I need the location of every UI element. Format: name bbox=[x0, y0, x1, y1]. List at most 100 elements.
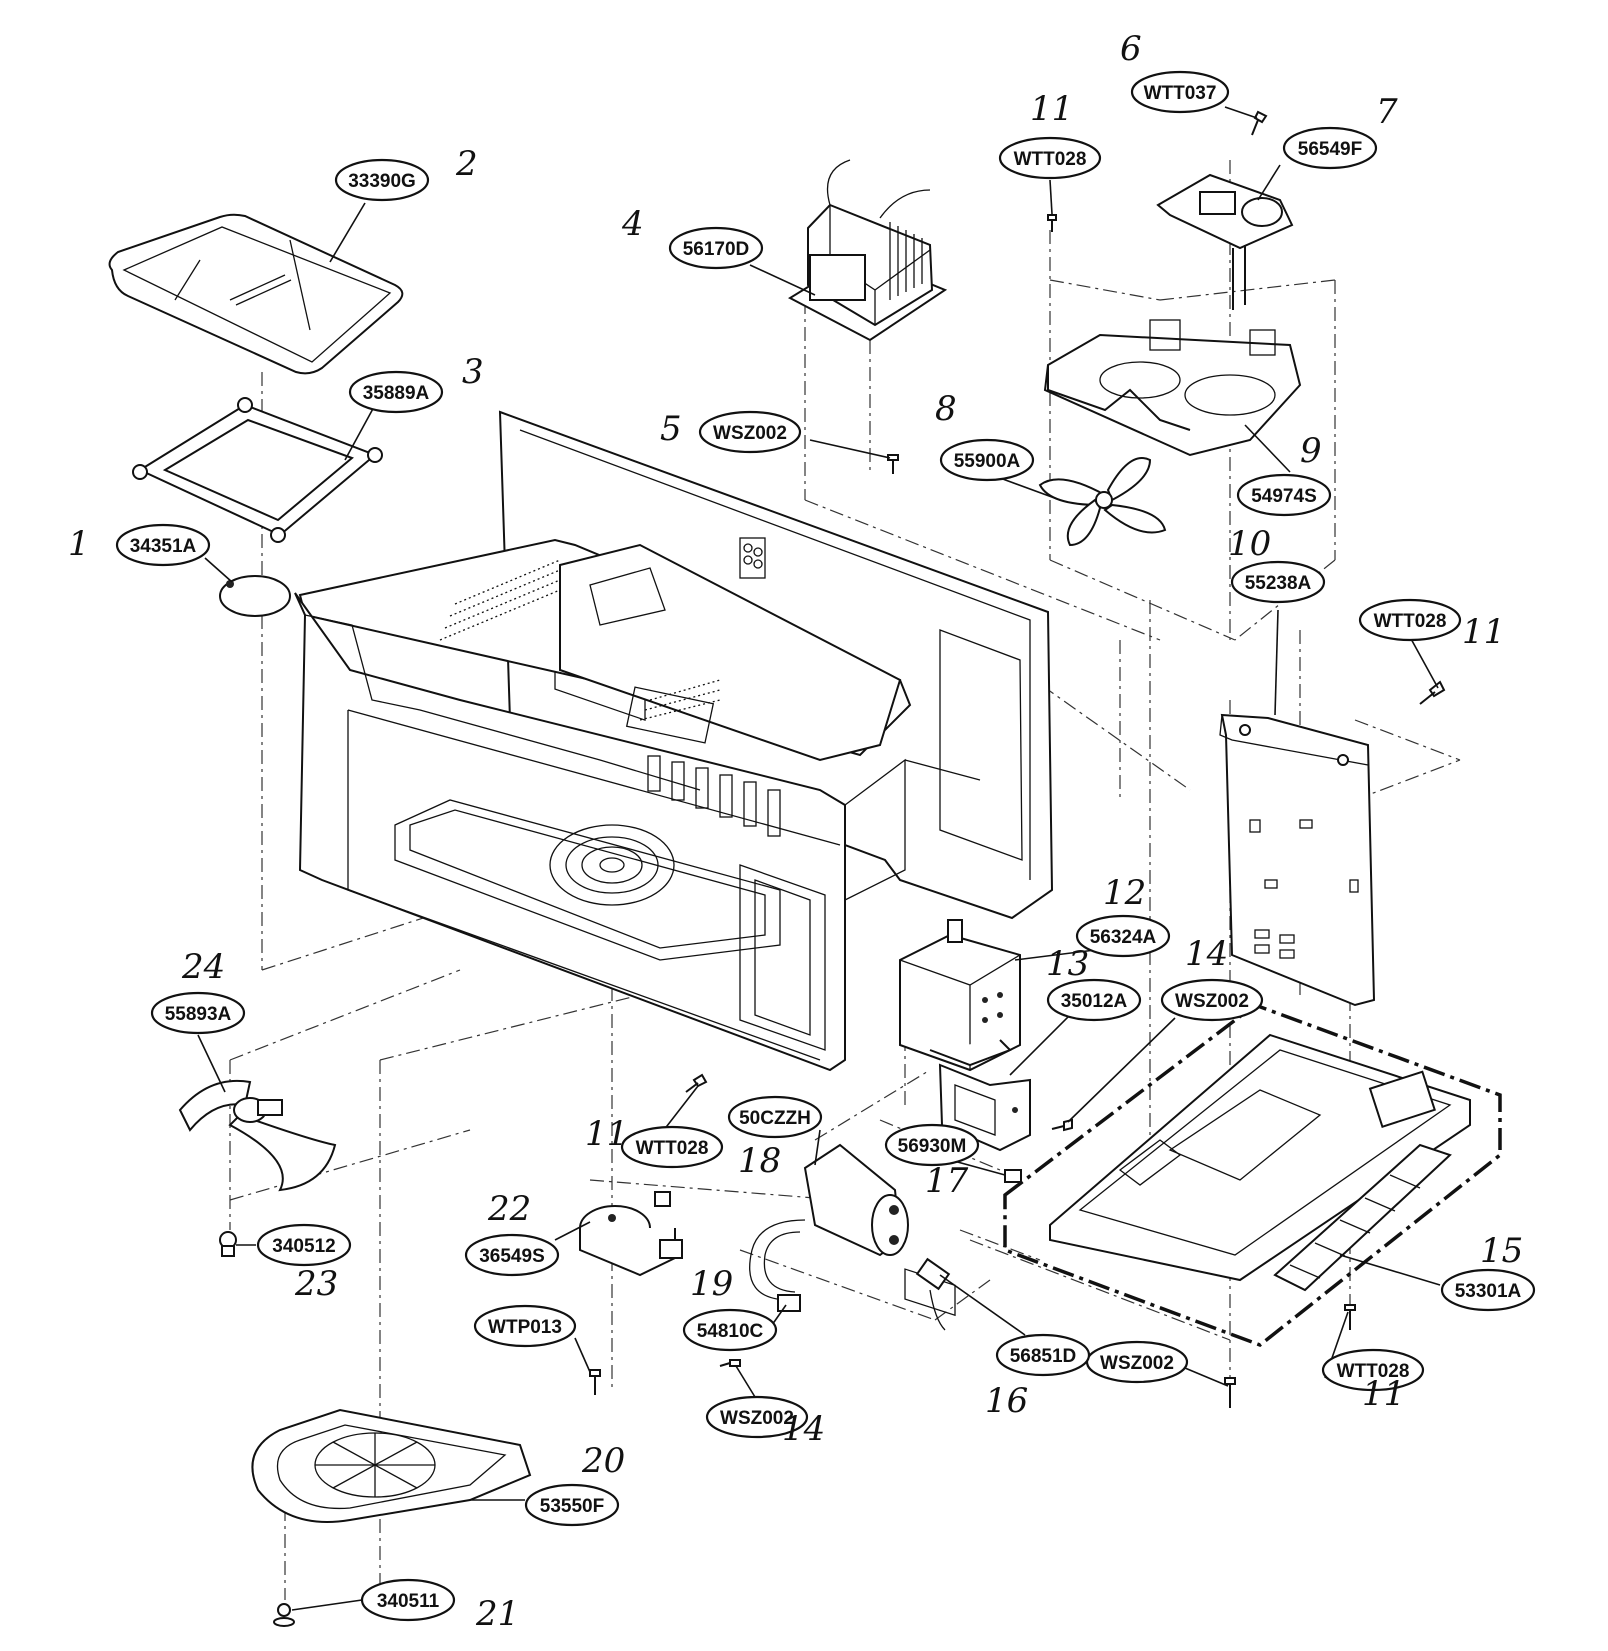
item-number-22: 22 bbox=[487, 1189, 531, 1229]
callout-56851D: 56851D bbox=[995, 1333, 1091, 1377]
svg-text:53550F: 53550F bbox=[540, 1496, 604, 1517]
item-number-24: 24 bbox=[181, 947, 225, 987]
capacitor-bracket bbox=[749, 1219, 806, 1312]
callout-53550F: 53550F bbox=[524, 1483, 620, 1527]
fan-blade bbox=[1038, 457, 1167, 547]
diode bbox=[915, 1257, 951, 1331]
transformer bbox=[787, 159, 948, 342]
svg-text:WTT028: WTT028 bbox=[1014, 149, 1087, 170]
callout-340512: 340512 bbox=[256, 1223, 352, 1267]
item-number-11-right: 11 bbox=[1462, 612, 1505, 652]
cabinet-body bbox=[294, 410, 1054, 1072]
turntable-motor bbox=[579, 1191, 683, 1277]
svg-text:56324A: 56324A bbox=[1090, 927, 1157, 948]
item-number-5: 5 bbox=[660, 409, 682, 449]
callout-50CZZH: 50CZZH bbox=[727, 1095, 823, 1139]
roller-ring bbox=[132, 397, 383, 543]
svg-text:340512: 340512 bbox=[272, 1236, 335, 1257]
callout-WTT028-top: WTT028 bbox=[998, 136, 1102, 180]
item-number-15: 15 bbox=[1480, 1231, 1523, 1271]
svg-text:54810C: 54810C bbox=[697, 1321, 764, 1342]
callout-56324A: 56324A bbox=[1075, 914, 1171, 958]
item-number-23: 23 bbox=[294, 1264, 338, 1304]
svg-text:WSZ002: WSZ002 bbox=[720, 1408, 794, 1429]
waveguide bbox=[938, 1063, 1031, 1152]
svg-text:WTT028: WTT028 bbox=[1374, 611, 1447, 632]
svg-text:WTT037: WTT037 bbox=[1144, 83, 1217, 104]
svg-text:53301A: 53301A bbox=[1455, 1281, 1522, 1302]
callout-35012A: 35012A bbox=[1046, 978, 1142, 1022]
svg-text:55893A: 55893A bbox=[165, 1004, 232, 1025]
item-number-11-mid: 11 bbox=[585, 1114, 628, 1154]
callout-WSZ002-14b: WSZ002 bbox=[705, 1395, 809, 1439]
item-number-2: 2 bbox=[455, 144, 478, 184]
callout-55893A: 55893A bbox=[150, 991, 246, 1035]
svg-text:36549S: 36549S bbox=[479, 1246, 545, 1267]
item-number-17: 17 bbox=[925, 1161, 969, 1201]
item-number-19: 19 bbox=[690, 1264, 733, 1304]
svg-text:55238A: 55238A bbox=[1245, 573, 1312, 594]
svg-text:33390G: 33390G bbox=[348, 171, 416, 192]
item-number-14-bottom: 14 bbox=[782, 1409, 825, 1449]
item-number-11-bottom: 11 bbox=[1362, 1374, 1405, 1414]
callout-WTT028-mid: WTT028 bbox=[620, 1125, 724, 1169]
callout-56930M: 56930M bbox=[884, 1123, 980, 1167]
svg-text:50CZZH: 50CZZH bbox=[739, 1108, 811, 1129]
item-number-7: 7 bbox=[1376, 92, 1398, 132]
callout-WTT028-bottom: WTT028 bbox=[1321, 1348, 1425, 1392]
item-number-8: 8 bbox=[935, 389, 957, 429]
svg-text:56170D: 56170D bbox=[683, 239, 750, 260]
item-number-14-top: 14 bbox=[1185, 934, 1228, 974]
callout-54810C: 54810C bbox=[682, 1308, 778, 1352]
callout-340511: 340511 bbox=[360, 1578, 456, 1622]
leader-lines bbox=[197, 106, 1441, 1611]
item-number-11-top: 11 bbox=[1030, 89, 1073, 129]
item-number-20: 20 bbox=[581, 1441, 625, 1481]
callout-34351A: 34351A bbox=[115, 523, 211, 567]
item-number-16: 16 bbox=[985, 1381, 1028, 1421]
thermal-fuse bbox=[1004, 1169, 1022, 1183]
callout-56170D: 56170D bbox=[668, 226, 764, 270]
callout-WSZ002-5: WSZ002 bbox=[698, 410, 802, 454]
capacitor bbox=[803, 1143, 909, 1257]
callout-33390G: 33390G bbox=[334, 158, 430, 202]
callout-53301A: 53301A bbox=[1440, 1268, 1536, 1312]
item-number-3: 3 bbox=[462, 352, 484, 392]
svg-text:56851D: 56851D bbox=[1010, 1346, 1077, 1367]
callout-36549S: 36549S bbox=[464, 1233, 560, 1277]
callout-WSZ002-14: WSZ002 bbox=[1160, 978, 1264, 1022]
svg-text:WSZ002: WSZ002 bbox=[1100, 1353, 1174, 1374]
coupler bbox=[219, 575, 291, 617]
callout-54974S: 54974S bbox=[1236, 473, 1332, 517]
back-plate bbox=[1219, 713, 1376, 1007]
callout-55238A: 55238A bbox=[1230, 560, 1326, 604]
svg-text:56930M: 56930M bbox=[898, 1136, 967, 1157]
item-number-4: 4 bbox=[621, 204, 644, 244]
bottom-cover bbox=[251, 1408, 532, 1523]
item-number-21: 21 bbox=[475, 1594, 519, 1634]
callout-WSZ002-bottom: WSZ002 bbox=[1085, 1340, 1189, 1384]
item-number-10: 10 bbox=[1228, 524, 1271, 564]
svg-text:56549F: 56549F bbox=[1298, 139, 1362, 160]
callout-WTT037: WTT037 bbox=[1130, 70, 1230, 114]
callout-56549F: 56549F bbox=[1282, 126, 1378, 170]
svg-text:WTP013: WTP013 bbox=[488, 1317, 562, 1338]
screws bbox=[219, 110, 1446, 1627]
svg-text:54974S: 54974S bbox=[1251, 486, 1317, 507]
stirrer bbox=[178, 1079, 337, 1192]
damper-motor bbox=[1156, 173, 1294, 310]
item-number-13: 13 bbox=[1046, 944, 1089, 984]
item-number-18: 18 bbox=[738, 1141, 781, 1181]
svg-text:340511: 340511 bbox=[377, 1591, 440, 1612]
svg-text:34351A: 34351A bbox=[130, 536, 197, 557]
item-number-6: 6 bbox=[1120, 29, 1142, 69]
svg-text:WSZ002: WSZ002 bbox=[1175, 991, 1249, 1012]
svg-text:35889A: 35889A bbox=[363, 383, 430, 404]
choke-strip bbox=[1273, 1143, 1452, 1292]
magnetron bbox=[899, 919, 1021, 1317]
callout-WTP013: WTP013 bbox=[473, 1304, 577, 1348]
svg-text:35012A: 35012A bbox=[1061, 991, 1128, 1012]
callout-WTT028-right: WTT028 bbox=[1358, 598, 1462, 642]
item-number-12: 12 bbox=[1103, 873, 1146, 913]
